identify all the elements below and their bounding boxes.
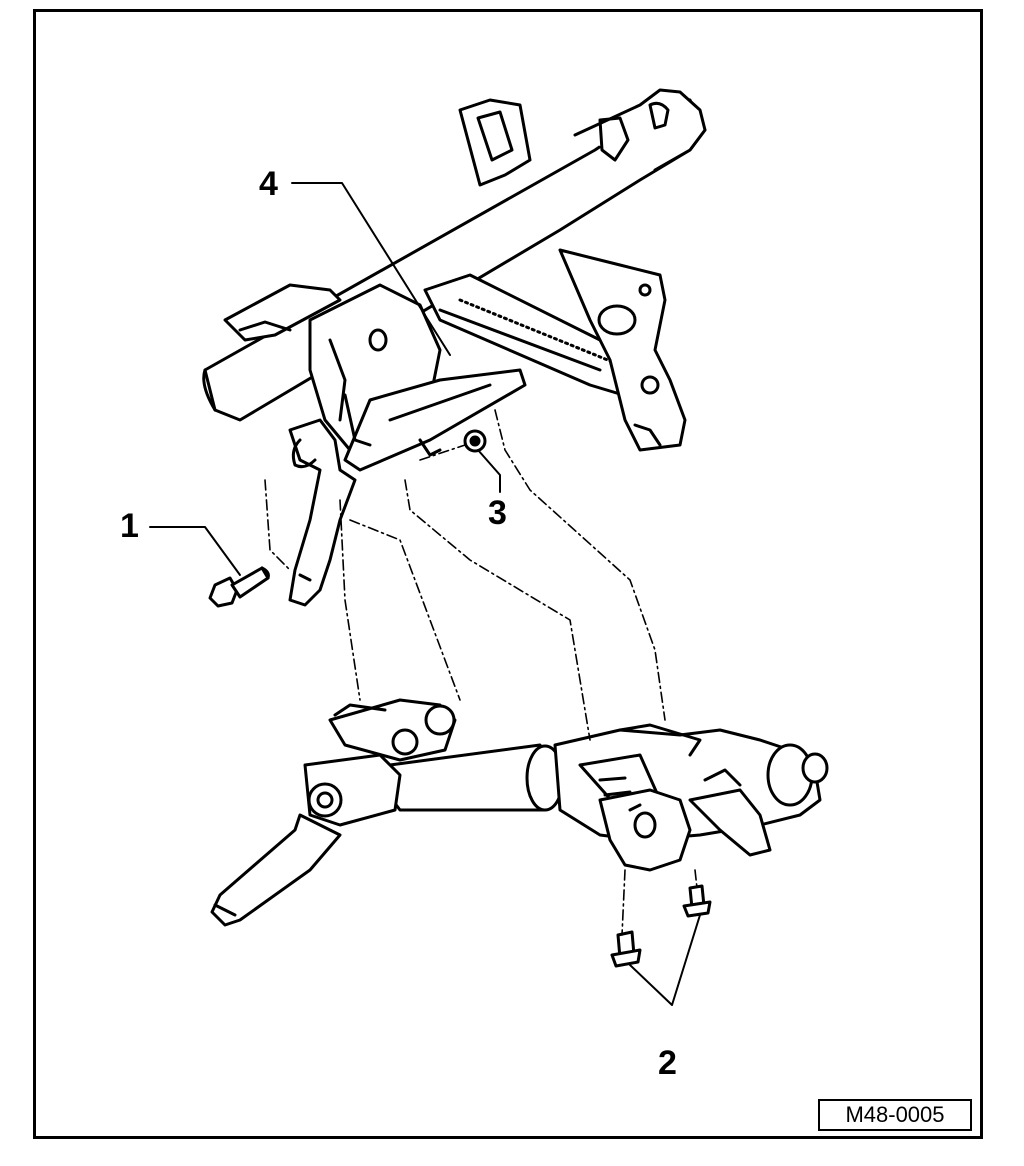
callout-4: 4	[259, 165, 278, 203]
diagram-frame	[33, 9, 983, 1139]
bolt-part-2-right	[682, 884, 712, 918]
callout-2: 2	[658, 1044, 677, 1082]
callout-1: 1	[120, 507, 139, 545]
cross-member-assembly	[202, 88, 707, 607]
callout-3: 3	[488, 494, 507, 532]
leader-lines	[149, 182, 701, 1006]
bolt-part-2-left	[610, 930, 642, 968]
nut-part-3	[463, 429, 487, 453]
figure-id-label: M48-0005	[818, 1099, 972, 1131]
assembly-lines	[264, 409, 698, 936]
steering-column	[210, 698, 829, 927]
bolt-part-1	[208, 566, 270, 608]
